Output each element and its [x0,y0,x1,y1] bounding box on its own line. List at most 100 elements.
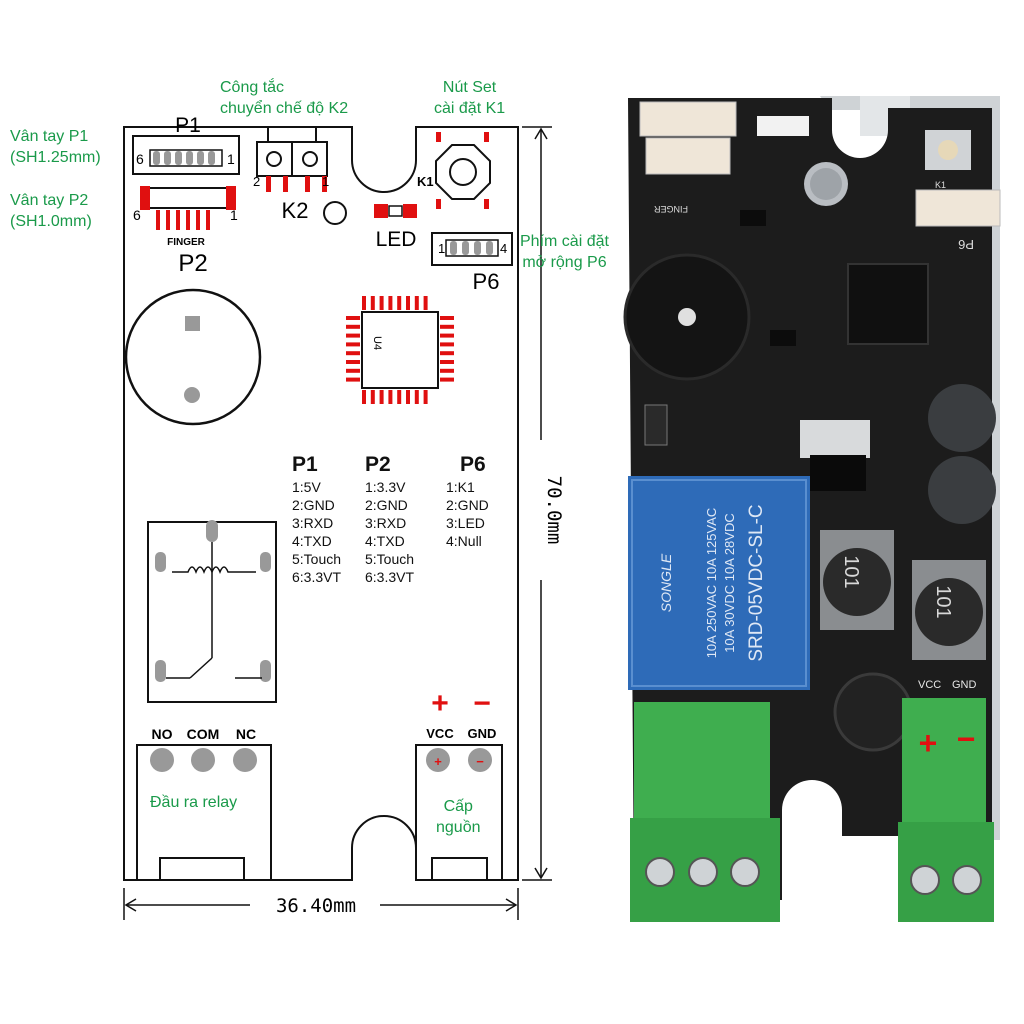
pinlist-item: 6:3.3VT [365,569,415,585]
relay-model: SRD-05VDC-SL-C [746,504,767,661]
photo-minus-sign: − [957,721,976,757]
u4-pad [440,316,454,320]
p1-pin-left: 6 [136,151,144,167]
u4-pad [362,296,366,310]
relay-footprint [147,520,277,703]
u4-label: U4 [371,336,383,350]
u4-pad [414,296,419,310]
p1-pin-right: 1 [227,151,235,167]
pinlist-item: 2:GND [446,497,489,513]
annotation-p6-line1: Phím cài đặt [520,233,609,250]
pinlist-item: 1:K1 [446,479,475,495]
photo-finger-label: FINGER [653,204,688,214]
relay-brand: SONGLE [658,553,674,612]
gnd-pad-minus: − [476,754,484,769]
annotation-p6-line2: mở rộng P6 [522,254,607,271]
u4-pad [346,342,360,347]
u4-pad [406,390,410,404]
u4-pad [346,377,360,382]
plus-sign: + [431,687,449,720]
u4-pad [388,296,393,310]
annotation-p2-line2: (SH1.0mm) [10,213,92,230]
relay-terminal [136,744,272,881]
pinlist-item: 5:Touch [292,551,342,567]
u4-pad [346,351,360,356]
annotation-p1: Vân tay P1 (SH1.25mm) [10,126,101,168]
relay-term-no: NO [152,726,173,742]
annotation-k1: Nút Set cài đặt K1 [434,77,505,119]
pinlist-p1-title: P1 [292,453,318,476]
p1-connector [132,135,240,175]
height-dimension: 70.0mm [543,476,565,545]
pinlist-item: 3:LED [446,515,485,531]
width-dimension: 36.40mm [276,895,356,917]
pinlist-p6: P6 1:K1 2:GND 3:LED 4:Null [446,452,489,550]
u4-pad [362,390,366,404]
vcc-label: VCC [426,726,454,741]
pinlist-item: 5:Touch [365,551,415,567]
relay-rating-1: 10A 250VAC 10A 125VAC [704,508,719,659]
photo-plus-sign: + [919,725,938,761]
pinlist-item: 6:3.3VT [292,569,342,585]
annotation-k1-line2: cài đặt K1 [434,100,506,117]
board-outline [123,126,519,881]
k2-switch [256,126,328,192]
u4-pad [370,390,375,404]
p6-pin-left: 1 [438,241,445,256]
pinlist-p6-title: P6 [460,453,486,476]
pinlist-p2-title: P2 [365,453,391,476]
pinlist-item: 4:Null [446,533,482,549]
pinlist-item: 1:3.3V [365,479,406,495]
power-terminal [415,744,503,881]
annotation-relay: Đầu ra relay [150,794,238,811]
annotation-p1-line1: Vân tay P1 [10,128,89,145]
annotation-k2: Công tắc chuyển chế độ K2 [220,77,348,119]
annotation-k1-line1: Nút Set [442,79,497,96]
u4-pad [440,324,454,329]
p1-label: P1 [175,114,201,137]
led-footprint [374,204,417,218]
pcb-photo [623,96,1001,922]
u4-pad [346,324,360,329]
annotation-power-line2: nguồn [436,819,481,836]
photo-vcc-label: VCC [918,679,941,691]
gnd-label: GND [468,726,497,741]
photo-p6-label: P6 [958,237,974,252]
u4-pad [346,316,360,320]
pinlist-item: 3:RXD [292,515,334,531]
u4-pad [388,390,393,404]
u4-chip [346,296,454,404]
led-label: LED [376,228,417,251]
pinlist-item: 2:GND [292,497,335,513]
u4-pad [440,351,454,356]
u4-pad [440,333,454,338]
u4-pad [379,296,384,310]
pinlist-item: 1:5V [292,479,321,495]
inductor-label-2: 101 [932,585,954,618]
pinlist-item: 3:RXD [365,515,407,531]
p2-connector [140,186,236,230]
u4-pad [423,296,428,310]
u4-pad [370,296,375,310]
p2-pin-right: 1 [230,207,238,223]
u4-pad [346,360,360,364]
annotation-p6: Phím cài đặt mở rộng P6 [520,231,609,273]
finger-label: FINGER [167,237,206,248]
photo-k1-label: K1 [935,180,946,190]
u4-pad [346,333,360,338]
k2-pin-left: 2 [253,174,260,189]
k1-button [435,132,491,209]
p2-pin-left: 6 [133,207,141,223]
annotation-k2-line2: chuyển chế độ K2 [220,100,349,117]
photo-gnd-label: GND [952,679,977,691]
u4-pad [406,296,410,310]
hole [323,201,347,225]
annotation-p1-line2: (SH1.25mm) [10,149,101,166]
k1-label: K1 [417,174,434,189]
relay-term-nc: NC [236,726,256,742]
u4-pad [440,368,454,373]
annotation-power: Cấp nguồn [436,796,481,838]
u4-pad [414,390,419,404]
relay-rating-2: 10A 30VDC 10A 28VDC [722,513,737,652]
